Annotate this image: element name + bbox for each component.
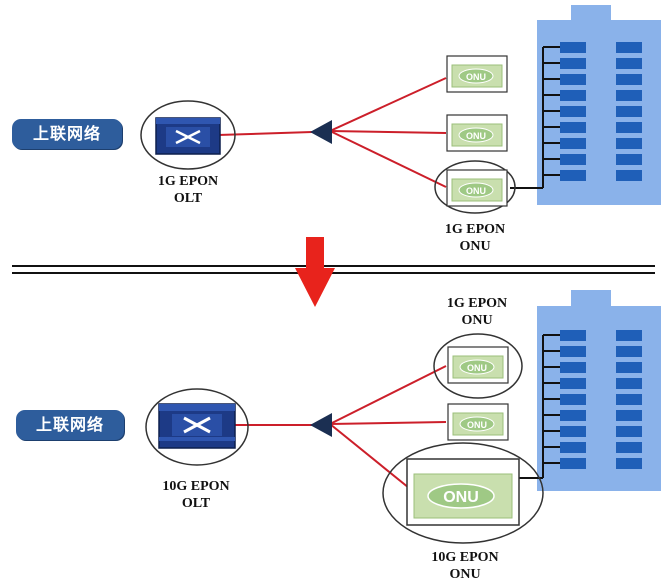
- onu-icon: ONU: [446, 169, 508, 207]
- top-section: ONU ONU ONU: [140, 5, 661, 214]
- onu-caption: 10G EPON ONU: [405, 549, 525, 583]
- switch-icon: [158, 403, 236, 449]
- uplink-network-label: 上联网络: [12, 119, 122, 149]
- onu-highlight-ellipse: [382, 442, 544, 544]
- onu-label: ONU: [467, 420, 487, 430]
- onu-caption: 1G EPON ONU: [415, 221, 535, 255]
- caption-line: ONU: [459, 239, 491, 254]
- fiber-lines: [234, 365, 447, 493]
- caption-line: 10G EPON: [162, 479, 230, 494]
- fiber-lines: [217, 77, 447, 188]
- onu-icon: ONU: [446, 55, 508, 93]
- onu-caption: 1G EPON ONU: [417, 295, 537, 329]
- splitter-icon: [310, 120, 332, 144]
- splitter-icon: [310, 413, 332, 437]
- onu-label: ONU: [466, 186, 486, 196]
- onu-icon: ONU: [406, 458, 520, 526]
- caption-line: 1G EPON: [157, 174, 219, 189]
- caption-line: 1G EPON: [446, 296, 508, 311]
- onu-highlight-ellipse: [434, 160, 516, 214]
- onu-icon: ONU: [446, 114, 508, 152]
- down-arrow-icon: [295, 237, 335, 307]
- onu-highlight-ellipse: [433, 333, 523, 399]
- switch-icon: [155, 117, 221, 155]
- caption-line: 10G EPON: [431, 550, 499, 565]
- section-divider: [12, 265, 655, 274]
- caption-line: ONU: [449, 567, 481, 582]
- olt-highlight-ellipse: [140, 100, 236, 170]
- olt-caption: 10G EPON OLT: [136, 478, 256, 512]
- caption-line: OLT: [181, 496, 211, 511]
- onu-label: ONU: [466, 72, 486, 82]
- caption-line: OLT: [173, 191, 203, 206]
- bottom-section: ONU ONU ONU: [145, 290, 661, 544]
- building-icon: [510, 5, 661, 205]
- onu-label: ONU: [466, 131, 486, 141]
- uplink-network-label: 上联网络: [16, 410, 124, 440]
- onu-icon: ONU: [447, 346, 509, 384]
- caption-line: 1G EPON: [444, 222, 506, 237]
- olt-caption: 1G EPON OLT: [128, 173, 248, 207]
- onu-label: ONU: [467, 363, 487, 373]
- onu-label: ONU: [443, 489, 479, 506]
- onu-icon: ONU: [447, 403, 509, 441]
- olt-highlight-ellipse: [145, 388, 249, 466]
- caption-line: ONU: [461, 313, 493, 328]
- building-icon: [519, 290, 661, 491]
